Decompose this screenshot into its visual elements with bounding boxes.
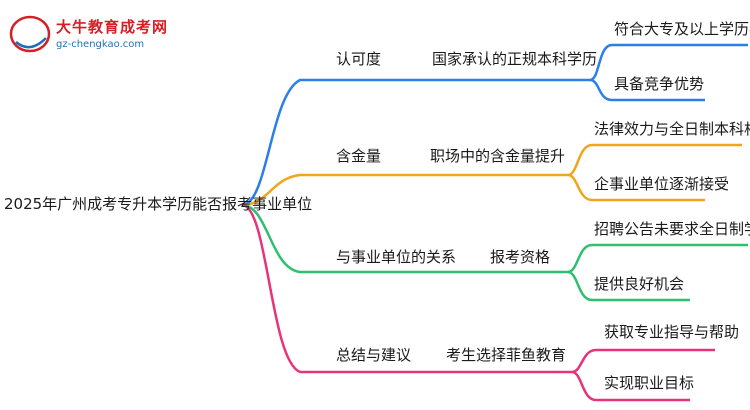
connector-leaf-2-2 — [567, 173, 705, 202]
connector-root-to-recognition — [241, 78, 420, 207]
leaf-1-2: 具备竞争优势 — [614, 75, 705, 93]
connector-leaf-4-1 — [571, 348, 715, 374]
sub-label-summary: 考生选择菲鱼教育 — [446, 346, 567, 364]
leaf-1-1: 符合大专及以上学历要求 — [614, 20, 750, 38]
sub-label-relation: 报考资格 — [490, 248, 551, 266]
connector-root-to-value — [241, 173, 420, 207]
branch-label-recognition: 认可度 — [336, 50, 382, 68]
connector-leaf-2-1 — [567, 143, 742, 177]
leaf-2-1: 法律效力与全日制本科相同 — [594, 120, 750, 138]
connector-leaf-1-2 — [589, 78, 705, 102]
sub-label-recognition: 国家承认的正规本科学历 — [432, 50, 598, 68]
sub-label-value: 职场中的含金量提升 — [430, 147, 566, 165]
leaf-4-2: 实现职业目标 — [604, 374, 695, 392]
branch-label-relation: 与事业单位的关系 — [336, 248, 457, 266]
leaf-3-2: 提供良好机会 — [594, 275, 685, 293]
connector-root-to-relation — [241, 203, 470, 274]
connector-root-to-summary — [241, 203, 440, 374]
connector-leaf-4-2 — [571, 370, 690, 402]
connector-leaf-3-2 — [567, 270, 690, 302]
connector-leaf-1-1 — [589, 43, 748, 82]
logo-mark-icon — [9, 15, 51, 53]
logo-title: 大牛教育成考网 — [56, 18, 169, 36]
branch-label-summary: 总结与建议 — [336, 346, 412, 364]
leaf-3-1: 招聘公告未要求全日制学历 — [594, 220, 750, 238]
logo-url: gz-chengkao.com — [56, 39, 145, 50]
site-logo[interactable]: 大牛教育成考网 gz-chengkao.com — [8, 12, 178, 56]
connector-leaf-3-1 — [567, 243, 748, 274]
leaf-2-2: 企事业单位逐渐接受 — [594, 175, 730, 193]
root-topic: 2025年广州成考专升本学历能否报考事业单位 — [4, 195, 313, 213]
branch-label-value: 含金量 — [336, 147, 382, 165]
leaf-4-1: 获取专业指导与帮助 — [604, 323, 740, 341]
